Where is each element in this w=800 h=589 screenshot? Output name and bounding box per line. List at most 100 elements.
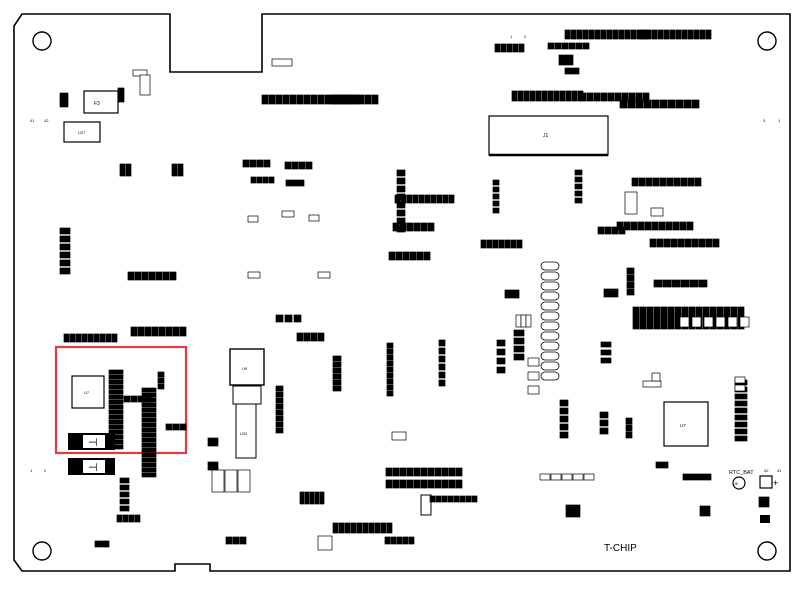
smd-component bbox=[655, 461, 669, 469]
smd-component bbox=[119, 498, 130, 505]
smd-component bbox=[420, 222, 428, 232]
smd-component bbox=[699, 29, 706, 40]
smd-component bbox=[434, 479, 442, 489]
smd-component bbox=[386, 360, 394, 367]
smd-component bbox=[386, 348, 394, 355]
smd-component bbox=[727, 316, 738, 328]
smd-component bbox=[406, 194, 413, 204]
smd-component bbox=[99, 333, 106, 343]
smd-component bbox=[626, 274, 635, 282]
pin-number: 3 bbox=[763, 118, 766, 123]
smd-component bbox=[386, 522, 393, 534]
smd-component bbox=[586, 92, 594, 102]
smd-component bbox=[541, 90, 548, 102]
board-brand-label: T-CHIP bbox=[604, 543, 637, 554]
smd-component bbox=[141, 427, 157, 433]
smd-component bbox=[627, 99, 636, 109]
smd-component bbox=[157, 377, 165, 384]
smd-component bbox=[427, 222, 435, 232]
smd-component bbox=[380, 522, 387, 534]
chip-u9 bbox=[229, 348, 265, 386]
smd-component bbox=[108, 404, 124, 410]
smd-component bbox=[281, 210, 295, 218]
smd-component bbox=[127, 271, 135, 281]
smd-component bbox=[593, 92, 601, 102]
smd-component bbox=[663, 238, 671, 248]
smd-component bbox=[691, 99, 700, 109]
smd-component bbox=[409, 251, 417, 261]
smd-component bbox=[559, 407, 569, 415]
component-label: J1 bbox=[543, 133, 549, 139]
smd-component bbox=[626, 267, 635, 275]
smd-component bbox=[338, 522, 345, 534]
mount-hole-top-right bbox=[757, 31, 777, 51]
smd-component bbox=[623, 221, 631, 231]
smd-component bbox=[332, 385, 342, 392]
smd-component bbox=[459, 495, 466, 503]
smd-component bbox=[356, 522, 363, 534]
smd-component bbox=[599, 419, 609, 427]
smd-component bbox=[119, 505, 130, 512]
smd-component bbox=[734, 414, 748, 421]
smd-component bbox=[108, 374, 124, 380]
capacitor bbox=[540, 361, 560, 371]
smd-component bbox=[137, 326, 145, 337]
smd-component bbox=[413, 479, 421, 489]
smd-component bbox=[734, 400, 748, 407]
capacitor bbox=[540, 311, 560, 321]
smd-component bbox=[388, 251, 396, 261]
pin-number: 2 bbox=[44, 468, 47, 473]
smd-component bbox=[134, 271, 142, 281]
smd-component bbox=[396, 185, 406, 193]
smd-component bbox=[59, 92, 69, 108]
mount-hole-bottom-left bbox=[32, 541, 52, 561]
smd-component bbox=[141, 432, 157, 438]
smd-component bbox=[268, 94, 276, 105]
smd-component bbox=[59, 227, 71, 235]
pin-number: 42 bbox=[44, 118, 49, 123]
smd-component bbox=[224, 469, 238, 493]
diode-d2-body bbox=[83, 460, 105, 473]
smd-component bbox=[715, 316, 726, 328]
smd-component bbox=[559, 415, 569, 423]
smd-component bbox=[448, 479, 456, 489]
smd-component bbox=[296, 94, 304, 105]
smd-component bbox=[141, 437, 157, 443]
smd-component bbox=[435, 495, 442, 503]
smd-component bbox=[734, 421, 748, 428]
component-label: U7 bbox=[680, 423, 686, 428]
smd-component bbox=[570, 29, 577, 40]
smd-component bbox=[611, 226, 619, 235]
smd-component bbox=[513, 345, 525, 353]
smd-component bbox=[650, 207, 664, 217]
smd-component bbox=[416, 251, 424, 261]
smd-component bbox=[275, 409, 284, 416]
smd-component bbox=[588, 29, 595, 40]
smd-component bbox=[87, 333, 94, 343]
smd-component bbox=[350, 94, 358, 105]
smd-component bbox=[448, 194, 455, 204]
smd-component bbox=[600, 341, 612, 348]
smd-component bbox=[637, 221, 645, 231]
smd-component bbox=[600, 349, 612, 356]
smd-component bbox=[492, 239, 499, 249]
smd-component bbox=[299, 491, 305, 505]
component-label: U7 bbox=[84, 390, 90, 395]
smd-component bbox=[275, 391, 284, 398]
smd-component bbox=[659, 99, 668, 109]
smd-component bbox=[671, 279, 681, 288]
smd-component bbox=[392, 222, 400, 232]
smd-component bbox=[119, 491, 130, 498]
connector-j1 bbox=[488, 115, 609, 156]
smd-component bbox=[614, 92, 622, 102]
smd-component bbox=[391, 431, 407, 441]
smd-component bbox=[619, 99, 628, 109]
smd-component bbox=[631, 177, 639, 187]
smd-component bbox=[247, 215, 259, 223]
smd-component bbox=[309, 491, 315, 505]
smd-component bbox=[465, 495, 472, 503]
smd-component bbox=[285, 179, 293, 187]
smd-component bbox=[559, 399, 569, 407]
smd-component bbox=[527, 357, 540, 367]
smd-component bbox=[574, 169, 583, 176]
